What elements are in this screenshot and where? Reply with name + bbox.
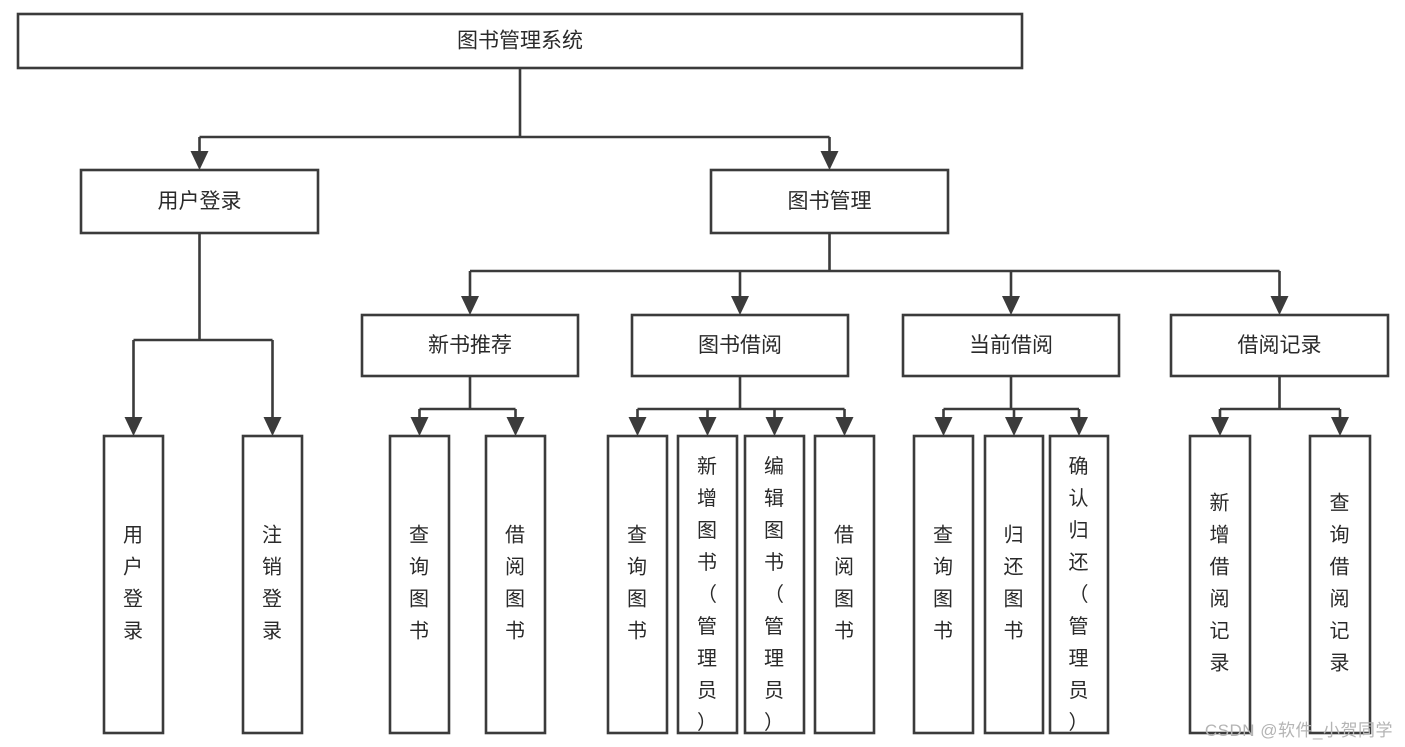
level3-node-新书推荐-0[interactable]: 新书推荐	[360, 313, 580, 378]
arrow-head-icon	[263, 417, 282, 436]
node-label: 图书管理系统	[457, 30, 583, 53]
leaf-node-归还图书-9[interactable]: 归还图书	[983, 434, 1045, 735]
node-label: 归还图书	[1004, 524, 1025, 643]
arrow-head-icon	[628, 417, 647, 436]
level3-node-借阅记录-3[interactable]: 借阅记录	[1169, 313, 1390, 378]
node-label: 图书管理	[788, 190, 872, 213]
node-label: 查询图书	[627, 524, 648, 643]
arrow-head-icon	[731, 296, 749, 315]
arrow-head-icon	[934, 417, 953, 436]
arrow-head-icon	[1331, 417, 1349, 436]
node-label: 查询图书	[409, 524, 430, 643]
level2-node-图书管理-1[interactable]: 图书管理	[709, 168, 950, 235]
node-box[interactable]	[1048, 434, 1110, 735]
node-label: 用户登录	[123, 525, 144, 643]
arrow-head-icon	[461, 296, 479, 315]
arrow-head-icon	[1270, 296, 1289, 315]
node-label: 借阅图书	[505, 524, 526, 643]
node-box[interactable]	[813, 434, 876, 735]
arrow-head-icon	[1002, 296, 1020, 315]
node-box[interactable]	[388, 434, 451, 735]
leaf-node-借阅图书-7[interactable]: 借阅图书	[813, 434, 876, 735]
node-box[interactable]	[606, 434, 669, 735]
leaf-node-查询图书-4[interactable]: 查询图书	[606, 434, 669, 735]
node-label: 新增借阅记录	[1210, 492, 1231, 675]
node-box[interactable]	[241, 434, 304, 735]
arrow-head-icon	[1005, 417, 1023, 436]
node-label: 查询借阅记录	[1330, 492, 1351, 675]
leaf-node-查询图书-8[interactable]: 查询图书	[912, 434, 975, 735]
level2-node-用户登录-0[interactable]: 用户登录	[79, 168, 320, 235]
leaf-node-借阅图书-3[interactable]: 借阅图书	[484, 434, 547, 735]
arrow-head-icon	[820, 151, 839, 170]
leaf-node-用户登录-0[interactable]: 用户登录	[102, 434, 165, 735]
node-box[interactable]	[743, 434, 806, 735]
node-label: 借阅图书	[834, 524, 855, 643]
node-box[interactable]	[983, 434, 1045, 735]
node-box[interactable]	[1169, 313, 1390, 378]
arrow-head-icon	[410, 417, 429, 436]
leaf-node-新增借阅记录-11[interactable]: 新增借阅记录	[1188, 434, 1252, 735]
node-label: 图书借阅	[698, 334, 782, 357]
node-box[interactable]	[484, 434, 547, 735]
node-label: 当前借阅	[969, 334, 1053, 357]
arrow-head-icon	[765, 417, 784, 436]
connector-layer	[124, 68, 1349, 436]
leaf-node-确认归还管理员-10[interactable]: 确认归还（管理员）	[1048, 434, 1110, 735]
leaf-node-注销登录-1[interactable]: 注销登录	[241, 434, 304, 735]
level3-node-当前借阅-2[interactable]: 当前借阅	[901, 313, 1121, 378]
node-label: 用户登录	[158, 190, 242, 213]
arrow-head-icon	[1211, 417, 1229, 436]
node-box[interactable]	[16, 12, 1024, 70]
leaf-node-新增图书管理员-5[interactable]: 新增图书（管理员）	[676, 434, 739, 735]
node-label: 新增图书（管理员）	[697, 455, 718, 734]
node-label: 新书推荐	[428, 334, 512, 357]
node-label: 注销登录	[262, 524, 283, 643]
leaf-node-编辑图书管理员-6[interactable]: 编辑图书（管理员）	[743, 434, 806, 735]
node-box[interactable]	[912, 434, 975, 735]
arrow-head-icon	[190, 151, 209, 170]
arrow-head-icon	[1070, 417, 1088, 436]
leaf-node-查询借阅记录-12[interactable]: 查询借阅记录	[1308, 434, 1372, 735]
node-label: 借阅记录	[1238, 334, 1322, 357]
node-box[interactable]	[1308, 434, 1372, 735]
node-label: 查询图书	[933, 524, 954, 643]
node-box[interactable]	[79, 168, 320, 235]
node-box[interactable]	[676, 434, 739, 735]
arrow-head-icon	[698, 417, 717, 436]
node-box[interactable]	[630, 313, 850, 378]
arrow-head-icon	[124, 417, 143, 436]
arrow-head-icon	[835, 417, 854, 436]
node-box[interactable]	[1188, 434, 1252, 735]
node-label: 编辑图书（管理员）	[764, 455, 785, 734]
node-box[interactable]	[901, 313, 1121, 378]
node-box[interactable]	[102, 434, 165, 735]
node-box[interactable]	[360, 313, 580, 378]
node-label: 确认归还（管理员）	[1069, 455, 1090, 734]
node-box[interactable]	[709, 168, 950, 235]
root-node[interactable]: 图书管理系统	[16, 12, 1024, 70]
leaf-node-查询图书-2[interactable]: 查询图书	[388, 434, 451, 735]
arrow-head-icon	[506, 417, 525, 436]
level3-node-图书借阅-1[interactable]: 图书借阅	[630, 313, 850, 378]
node-layer: 图书管理系统用户登录图书管理新书推荐图书借阅当前借阅借阅记录用户登录注销登录查询…	[16, 12, 1390, 735]
